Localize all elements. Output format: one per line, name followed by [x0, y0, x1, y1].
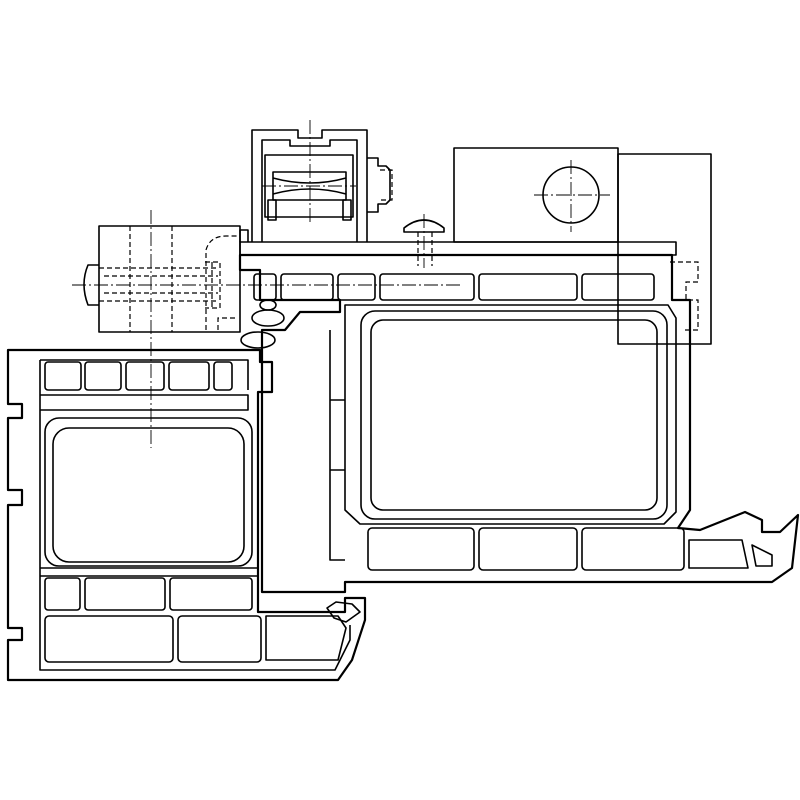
right-housing: [453, 147, 712, 345]
frame-chamber: [265, 615, 347, 661]
sash-main-chamber: [360, 310, 668, 520]
sash-chamber: [581, 527, 685, 571]
sash-profile-outline: [238, 253, 800, 594]
frame-chamber: [168, 361, 210, 391]
seals: [240, 299, 361, 623]
sash-lip: [751, 544, 773, 567]
bolt-shaft-hidden: [99, 267, 218, 302]
frame-chamber: [44, 577, 81, 611]
frame-main-chamber-inner: [52, 427, 245, 563]
screw-shaft-hidden: [417, 232, 433, 266]
sash-chamber: [478, 527, 578, 571]
sash-chamber: [478, 273, 578, 301]
sash-hidden-detail: [670, 261, 699, 331]
bolt-end-hidden: [205, 261, 221, 309]
sash-profile: [238, 253, 800, 594]
sash-inner-wall: [344, 304, 677, 525]
frame-chamber: [44, 615, 174, 663]
seal: [240, 331, 276, 349]
frame-chamber: [44, 361, 82, 391]
sash-chamber: [280, 273, 334, 301]
left-bracket: [83, 225, 241, 333]
frame-chamber: [84, 361, 122, 391]
frame-main-chamber: [44, 417, 253, 567]
frame-inner-wall: [39, 360, 351, 671]
plate-step: [239, 229, 249, 242]
frame-chamber: [213, 361, 233, 391]
side-knob-hidden: [380, 169, 393, 201]
sash-main-chamber-inner: [370, 319, 658, 511]
channel-tab: [342, 199, 352, 221]
sash-chamber: [688, 539, 749, 569]
seal: [259, 299, 277, 311]
bracket-body: [98, 225, 241, 333]
channel-tab: [267, 199, 277, 221]
seal: [326, 601, 361, 623]
screw-head: [403, 219, 445, 233]
frame-profile-outline: [6, 348, 367, 682]
screw: [403, 219, 445, 266]
sash-chamber: [253, 273, 277, 301]
sash-step: [329, 330, 345, 561]
frame-chamber: [169, 577, 253, 611]
center-lines: [72, 120, 610, 448]
bore-hidden: [129, 226, 173, 332]
frame-inner-wall-top: [40, 359, 249, 390]
frame-rail-lower: [40, 567, 259, 577]
frame-rail: [40, 394, 249, 411]
bracket-hook-hidden: [205, 235, 240, 330]
frame-chamber: [177, 615, 262, 663]
base-plate: [239, 241, 677, 256]
seal: [251, 309, 285, 327]
sash-chamber: [367, 527, 475, 571]
frame-chamber: [125, 361, 165, 391]
frame-profile: [6, 348, 367, 682]
sash-chamber: [379, 273, 475, 301]
frame-chamber: [84, 577, 166, 611]
side-knob: [367, 157, 391, 213]
housing-block: [617, 153, 712, 345]
bolt-head: [83, 264, 99, 306]
sash-chamber: [337, 273, 376, 301]
